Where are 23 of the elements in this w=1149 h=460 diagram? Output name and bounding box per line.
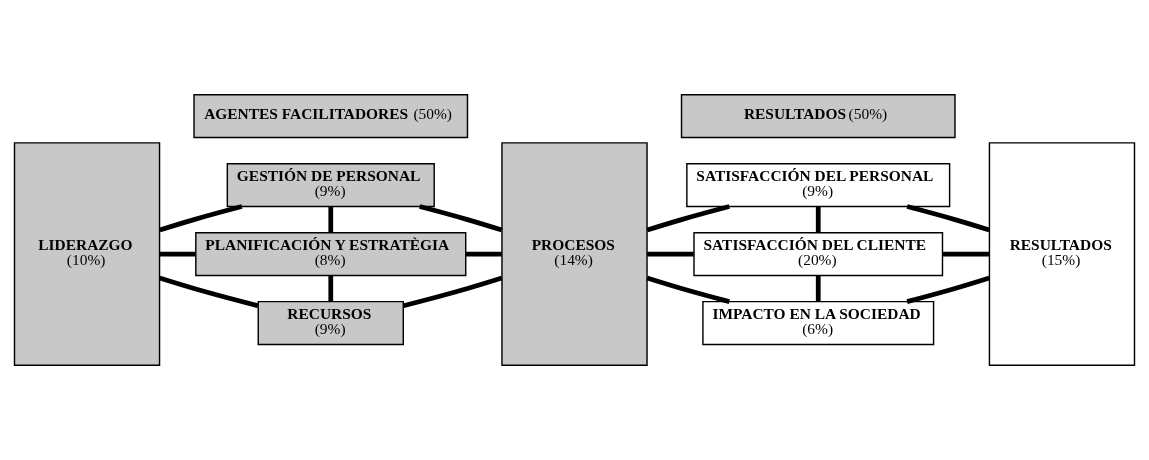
- connector: [159, 251, 196, 257]
- connector: [466, 251, 502, 257]
- node-box: SATISFACCIÓN DEL PERSONAL (9%): [686, 163, 951, 208]
- connector: [403, 275, 503, 309]
- node-box: PLANIFICACIÓN Y ESTRATÈGIA (8%): [195, 231, 467, 277]
- node-box: RESULTADOS (15%): [988, 142, 1136, 366]
- node-box: RESULTADOS (50%): [680, 94, 956, 139]
- node-box: SATISFACCIÓN DEL CLIENTE (20%): [693, 231, 944, 277]
- connector: [328, 206, 334, 233]
- connector: [647, 251, 694, 257]
- connector: [159, 204, 243, 233]
- connector: [419, 204, 503, 233]
- connector: [942, 251, 990, 257]
- connector: [815, 206, 821, 233]
- node-box: LIDERAZGO (10%): [13, 142, 161, 366]
- node-box: PROCESOS (14%): [501, 142, 648, 366]
- node-box: AGENTES FACILITADORES (50%): [193, 94, 469, 139]
- node-box: RECURSOS (9%): [257, 300, 404, 346]
- connector: [328, 275, 334, 302]
- connector: [815, 275, 821, 302]
- connector: [159, 275, 259, 309]
- node-box: GESTIÓN DE PERSONAL (9%): [226, 163, 435, 208]
- node-box: IMPACTO EN LA SOCIEDAD (6%): [702, 300, 935, 346]
